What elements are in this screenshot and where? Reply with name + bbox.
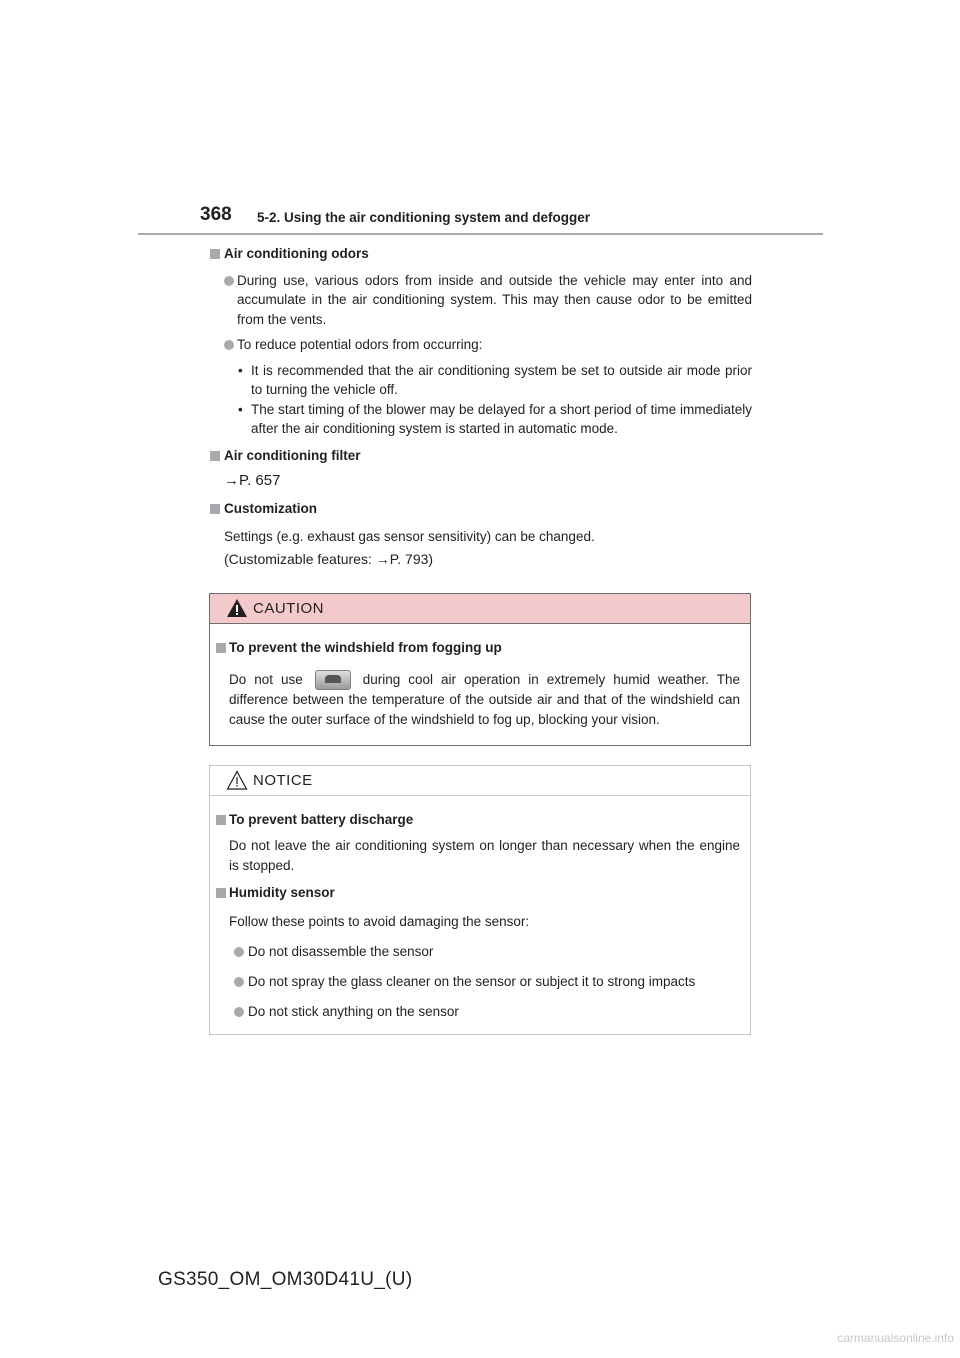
bullet-item: To reduce potential odors from occurring… <box>210 335 752 355</box>
front-defroster-button-icon <box>314 670 351 691</box>
notice-subheading-battery: To prevent battery discharge <box>216 810 740 830</box>
circle-bullet-icon <box>234 977 244 987</box>
warning-triangle-icon <box>227 599 247 617</box>
watermark: carmanualsonline.info <box>837 1331 954 1345</box>
square-bullet-icon <box>216 888 226 898</box>
square-bullet-icon <box>210 450 220 461</box>
sub-bullet-item: • The start timing of the blower may be … <box>238 401 752 437</box>
document-code: GS350_OM_OM30D41U_(U) <box>158 1269 413 1290</box>
caution-subheading: To prevent the windshield from fogging u… <box>216 638 740 658</box>
notice-paragraph: Do not leave the air conditioning system… <box>229 838 740 873</box>
subheading-odors: Air conditioning odors <box>210 244 752 264</box>
circle-bullet-icon <box>234 947 244 957</box>
dot-bullet-icon: • <box>238 401 243 417</box>
square-bullet-icon <box>210 249 220 259</box>
bullet-item: Do not spray the glass cleaner on the se… <box>216 972 740 992</box>
caution-box: CAUTION To prevent the windshield from f… <box>209 593 751 746</box>
square-bullet-icon <box>216 815 226 825</box>
caution-header: CAUTION <box>210 594 750 624</box>
notice-box: NOTICE To prevent battery discharge Do n… <box>209 765 751 1035</box>
caution-label: CAUTION <box>253 600 324 617</box>
bullet-item: Do not stick anything on the sensor <box>216 1002 740 1022</box>
square-bullet-icon <box>216 643 226 653</box>
bullet-item: During use, various odors from inside an… <box>210 271 752 330</box>
circle-bullet-icon <box>234 1007 244 1017</box>
notice-paragraph: Follow these points to avoid damaging th… <box>229 914 530 929</box>
square-bullet-icon <box>210 503 220 514</box>
subheading-customization: Customization <box>210 499 752 519</box>
section-title: 5-2. Using the air conditioning system a… <box>257 210 591 225</box>
page-reference-link[interactable]: (Customizable features: →P. 793) <box>224 550 434 567</box>
header-divider <box>138 233 823 235</box>
main-content: Air conditioning odors During use, vario… <box>210 244 752 569</box>
dot-bullet-icon: • <box>238 362 243 378</box>
circle-bullet-icon <box>224 340 234 350</box>
page-number: 368 <box>200 204 232 225</box>
notice-label: NOTICE <box>253 772 313 789</box>
circle-bullet-icon <box>224 275 234 286</box>
sub-bullet-item: • It is recommended that the air conditi… <box>238 362 752 398</box>
subheading-filter: Air conditioning filter <box>210 446 752 466</box>
paragraph: Settings (e.g. exhaust gas sensor sensit… <box>224 529 595 544</box>
warning-triangle-outline-icon <box>226 770 248 790</box>
page-reference-link[interactable]: →P. 657 <box>224 472 281 489</box>
bullet-item: Do not disassemble the sensor <box>216 942 740 962</box>
notice-subheading-humidity: Humidity sensor <box>216 883 740 903</box>
notice-header: NOTICE <box>210 766 750 796</box>
caution-paragraph: Do not use during cool air operation in … <box>229 670 740 728</box>
